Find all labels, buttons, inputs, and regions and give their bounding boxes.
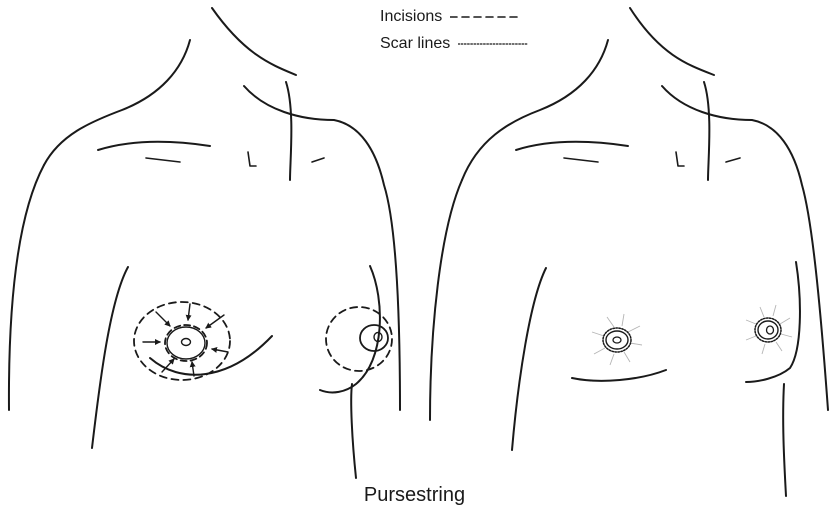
clavicle-marks xyxy=(146,152,324,166)
nipple-left xyxy=(182,339,191,346)
areola-right-after xyxy=(758,321,778,339)
clavicle-marks xyxy=(564,152,740,166)
torso-outline xyxy=(9,8,400,410)
left-breast-after xyxy=(512,268,666,450)
left-breast-before xyxy=(92,267,272,448)
right-breast-before xyxy=(320,266,380,478)
areola-outline-left xyxy=(167,327,205,359)
incisions-right xyxy=(326,307,392,371)
incisions-left xyxy=(134,302,230,380)
torso-before xyxy=(9,8,400,478)
scar-gathering-rays xyxy=(592,314,642,365)
scar-gathering-rays xyxy=(746,305,792,354)
figure-caption: Pursestring xyxy=(0,484,829,507)
nipple-right-after xyxy=(767,326,774,334)
pursestring-arrows xyxy=(143,304,228,376)
scar-right xyxy=(746,305,792,354)
areola-left-after xyxy=(606,331,628,349)
torso-after xyxy=(430,8,828,496)
nipple-left-after xyxy=(613,337,621,343)
torso-outline xyxy=(430,8,828,420)
inner-incision-left xyxy=(165,325,207,361)
right-breast-after xyxy=(746,262,800,496)
scar-left xyxy=(592,314,642,365)
